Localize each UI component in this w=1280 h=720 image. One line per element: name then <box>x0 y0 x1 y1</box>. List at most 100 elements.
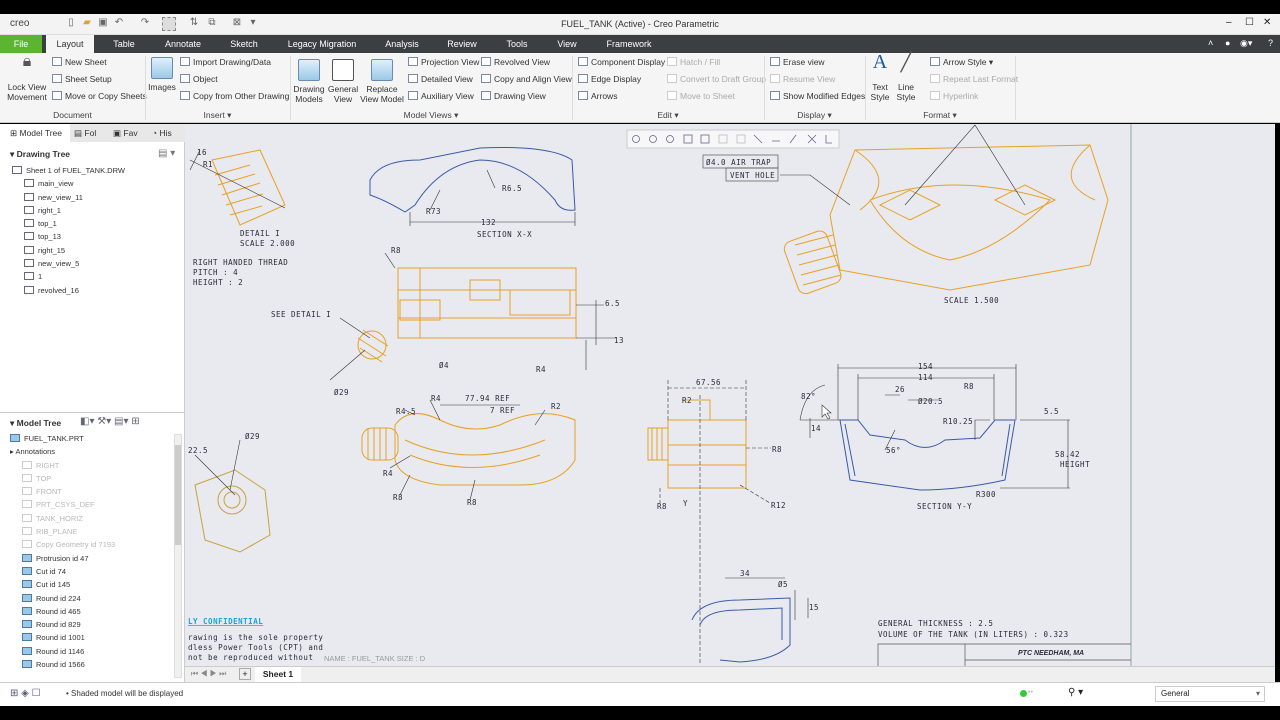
windows-icon[interactable]: ⧉ <box>208 17 216 28</box>
tree-item-datum[interactable]: FRONT <box>22 485 172 498</box>
object-button[interactable]: Object <box>180 73 218 86</box>
find-icon[interactable]: ⚲ ▾ <box>1068 687 1084 698</box>
tree-item-feature[interactable]: Round id 224 <box>22 592 172 605</box>
new-file-icon[interactable]: ▯ <box>68 17 74 28</box>
tab-favorites[interactable]: ▣ Fav <box>113 128 138 138</box>
erase-view-button[interactable]: Erase view <box>770 56 825 69</box>
tree-item-feature[interactable]: Cut id 74 <box>22 565 172 578</box>
format-group-label[interactable]: Format ▾ <box>923 110 957 120</box>
tab-model-tree[interactable]: ⊞ Model Tree <box>0 124 70 142</box>
tab-sheet-1[interactable]: Sheet 1 <box>255 667 301 682</box>
tree-item-annotations[interactable]: ▸ Annotations <box>10 447 56 457</box>
tree-item-datum[interactable]: PRT_CSYS_DEF <box>22 498 172 511</box>
tab-analysis[interactable]: Analysis <box>385 39 419 49</box>
arrows-button[interactable]: Arrows <box>578 90 617 103</box>
minimize-ribbon-icon[interactable]: ˄ <box>1208 38 1214 48</box>
display-group-label[interactable]: Display ▾ <box>797 110 832 120</box>
customize-dropdown-icon[interactable]: ▾ <box>250 17 256 28</box>
import-drawing-button[interactable]: Import Drawing/Data <box>180 56 271 69</box>
tab-framework[interactable]: Framework <box>606 39 652 49</box>
learning-icon[interactable]: ◉▾ <box>1240 38 1253 48</box>
close-window-icon[interactable]: ⊠ <box>232 17 242 28</box>
status-toolbar-icons[interactable]: ⊞ ◈ ☐ <box>10 688 41 699</box>
new-sheet-button[interactable]: New Sheet <box>52 56 107 69</box>
tree-item-feature[interactable]: Round id 1146 <box>22 645 172 658</box>
component-display-button[interactable]: Component Display <box>578 56 665 69</box>
community-icon[interactable]: ● <box>1225 38 1231 48</box>
tree-item-view[interactable]: 1 <box>24 270 182 283</box>
model-views-group-label[interactable]: Model Views ▾ <box>403 110 459 120</box>
drawing-tree-header[interactable]: ▾ Drawing Tree <box>10 149 71 159</box>
tree-item-feature[interactable]: Round id 1566 <box>22 658 172 671</box>
save-icon[interactable]: ▣ <box>98 17 108 28</box>
tab-file[interactable]: File <box>0 35 42 53</box>
tab-folder-browser[interactable]: ▤ Fol <box>74 128 97 138</box>
tab-annotate[interactable]: Annotate <box>164 39 202 49</box>
repeat-last-format-button[interactable]: Repeat Last Format <box>930 73 1018 86</box>
tree-item-feature[interactable]: Round id 465 <box>22 605 172 618</box>
sheet-navigation-arrows-icon[interactable]: ⏮ ◀ ▶ ⏭ <box>191 669 227 678</box>
tab-table[interactable]: Table <box>113 39 135 49</box>
auxiliary-view-button[interactable]: Auxiliary View <box>408 90 474 103</box>
close-button[interactable]: ✕ <box>1263 17 1272 28</box>
show-modified-edges-button[interactable]: Show Modified Edges <box>770 90 865 103</box>
selection-filter-dropdown[interactable]: General▾ <box>1155 686 1265 702</box>
tree-item-feature[interactable]: Protrusion id 47 <box>22 552 172 565</box>
sheet-setup-button[interactable]: Sheet Setup <box>52 73 112 86</box>
graphics-toolbar-icons[interactable] <box>632 134 833 144</box>
tree-settings-icon[interactable]: ▤ ▾ <box>158 148 176 159</box>
minimize-button[interactable]: – <box>1226 17 1232 28</box>
tree-item-view[interactable]: top_13 <box>24 230 182 243</box>
copy-from-other-drawing-button[interactable]: Copy from Other Drawing <box>180 90 289 103</box>
move-copy-sheets-button[interactable]: Move or Copy Sheets <box>52 90 147 103</box>
redo-icon[interactable]: ↷ <box>140 17 150 28</box>
lock-view-movement-button[interactable]: 🔒︎ Lock View Movement <box>6 54 48 103</box>
tree-item-view[interactable]: revolved_16 <box>24 284 182 297</box>
model-tree-toolbar-icons[interactable]: ◧▾ ⚒▾ ▤▾ ⊞ <box>80 416 140 427</box>
tab-history[interactable]: ◔ His <box>152 128 172 138</box>
undo-icon[interactable]: ↶ <box>114 17 124 28</box>
tree-item-view[interactable]: new_view_5 <box>24 257 182 270</box>
tree-item-feature[interactable]: Round id 829 <box>22 618 172 631</box>
tree-item-datum[interactable]: RIGHT <box>22 459 172 472</box>
tree-item-datum[interactable]: Copy Geometry id 7193 <box>22 538 172 551</box>
edit-group-label[interactable]: Edit ▾ <box>657 110 679 120</box>
hatch-fill-button[interactable]: Hatch / Fill <box>667 56 720 69</box>
drawing-canvas[interactable]: 16 R1 DETAIL I SCALE 2.000 RIGHT HANDED … <box>185 124 1275 666</box>
tree-item-view[interactable]: new_view_11 <box>24 191 182 204</box>
model-tree-header[interactable]: ▾ Model Tree <box>10 418 62 428</box>
tree-item-view[interactable]: main_view <box>24 177 182 190</box>
regenerate-icon[interactable]: ⇅ <box>189 17 199 28</box>
tab-review[interactable]: Review <box>447 39 477 49</box>
add-sheet-button[interactable]: + <box>239 668 251 680</box>
maximize-button[interactable]: ☐ <box>1245 17 1254 28</box>
tree-item-view[interactable]: right_15 <box>24 244 182 257</box>
help-icon[interactable]: ? <box>1268 38 1274 48</box>
tree-item-datum[interactable]: TOP <box>22 472 172 485</box>
tree-item-feature[interactable]: Cut id 145 <box>22 578 172 591</box>
drawing-view-button[interactable]: Drawing View <box>481 90 546 103</box>
tab-view[interactable]: View <box>557 39 577 49</box>
arrow-style-button[interactable]: Arrow Style ▾ <box>930 56 993 69</box>
tree-item-sheet[interactable]: Sheet 1 of FUEL_TANK.DRW <box>12 164 182 177</box>
select-box-icon[interactable] <box>162 17 176 31</box>
tree-item-view[interactable]: top_1 <box>24 217 182 230</box>
insert-group-label[interactable]: Insert ▾ <box>203 110 232 120</box>
hyperlink-button[interactable]: Hyperlink <box>930 90 978 103</box>
move-to-sheet-button[interactable]: Move to Sheet <box>667 90 735 103</box>
tab-sketch[interactable]: Sketch <box>230 39 258 49</box>
open-file-icon[interactable]: ▰ <box>83 17 91 28</box>
images-button[interactable]: Images <box>148 57 176 92</box>
tree-item-feature[interactable]: Round id 1001 <box>22 631 172 644</box>
projection-view-button[interactable]: Projection View <box>408 56 479 69</box>
tab-layout[interactable]: Layout <box>46 35 94 53</box>
scrollbar-thumb[interactable] <box>175 445 181 545</box>
tree-item-part[interactable]: FUEL_TANK.PRT <box>10 432 172 445</box>
model-tree-scrollbar[interactable] <box>174 434 182 678</box>
revolved-view-button[interactable]: Revolved View <box>481 56 550 69</box>
tree-item-datum[interactable]: RIB_PLANE <box>22 525 172 538</box>
